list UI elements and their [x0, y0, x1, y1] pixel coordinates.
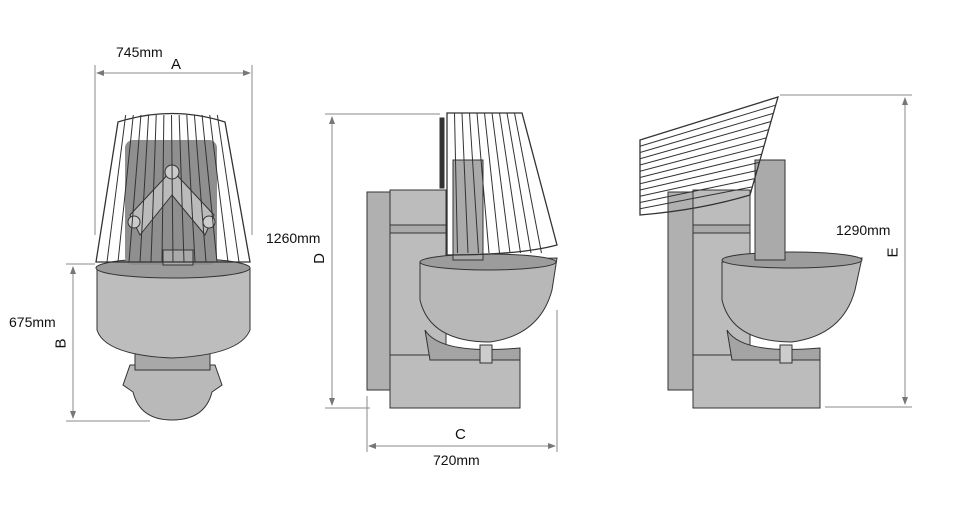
- cage-bar: [506, 112, 532, 254]
- cage-bar: [639, 161, 760, 191]
- cage-bar: [193, 114, 207, 263]
- cage-bar: [639, 104, 776, 147]
- height-closed-letter: D: [310, 253, 328, 264]
- cage-bar: [514, 112, 542, 254]
- cage-bar: [491, 112, 511, 254]
- front-cage: [95, 112, 251, 263]
- side-view-closed: [366, 112, 558, 409]
- depth-value: 720mm: [433, 452, 480, 468]
- cage-bar: [171, 114, 174, 263]
- height-open-value: 1290mm: [836, 222, 891, 238]
- height-open-letter: E: [884, 247, 902, 258]
- cage-bar: [639, 112, 774, 153]
- cage-bar: [201, 114, 218, 263]
- cage-bar: [150, 114, 157, 263]
- cage-bar: [639, 137, 767, 172]
- cage-bar: [499, 112, 521, 254]
- cage-bar: [639, 153, 762, 185]
- cage-bar: [139, 114, 150, 263]
- cage-bar: [161, 114, 165, 263]
- cage-bar: [469, 112, 479, 254]
- open-cage: [639, 96, 779, 216]
- side-cage: [446, 112, 558, 256]
- open-bowl: [721, 257, 863, 343]
- cage-bar: [476, 112, 490, 254]
- cage-bar: [106, 114, 127, 263]
- cage-bar: [128, 114, 142, 263]
- cage-bar: [639, 129, 769, 166]
- cage-bar: [454, 112, 458, 254]
- height-closed-value: 1260mm: [266, 230, 321, 246]
- front-bowl: [96, 267, 251, 359]
- cage-bar: [639, 121, 772, 160]
- cage-bar: [117, 114, 134, 263]
- cage-bar: [461, 112, 469, 254]
- front-base: [122, 364, 223, 421]
- cage-bar: [639, 145, 765, 178]
- depth-letter: C: [455, 426, 466, 443]
- cage-bar: [209, 114, 229, 263]
- cage-bar: [639, 186, 753, 210]
- side-view-open: [639, 96, 863, 409]
- width-letter: A: [171, 56, 182, 73]
- front-view: [95, 112, 251, 421]
- side-bowl: [419, 257, 558, 343]
- bowl-height-value: 675mm: [9, 314, 56, 330]
- cage-bar: [484, 112, 500, 254]
- dimension-lines: [66, 65, 912, 452]
- width-value: 745mm: [116, 44, 163, 60]
- cage-bar: [186, 114, 196, 263]
- cage-bar: [178, 114, 185, 263]
- cage-bar: [639, 170, 758, 197]
- bowl-height-letter: B: [52, 338, 70, 349]
- cage-bar: [639, 178, 755, 203]
- cage-bar: [216, 114, 240, 263]
